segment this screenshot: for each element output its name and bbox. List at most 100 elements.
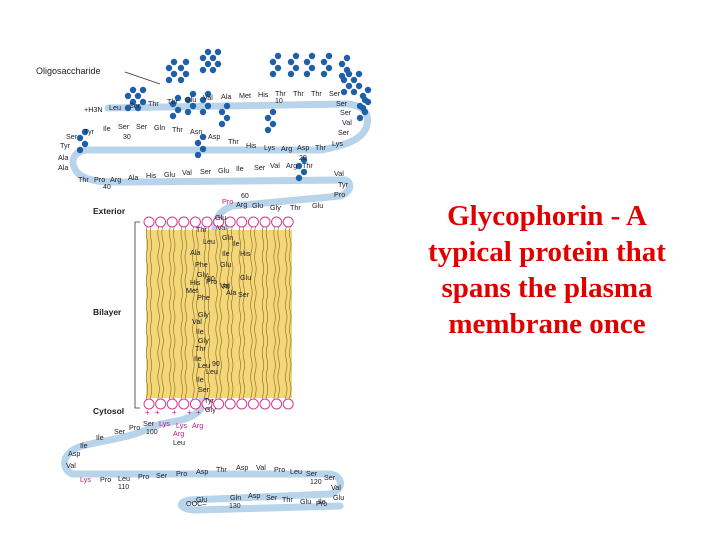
residue-number: 60 [241,193,249,200]
residue-label: Gly [270,203,281,212]
lipid-headgroup [247,216,259,228]
oligosaccharide-chain [199,48,212,74]
lipid-tail [215,226,218,408]
residue-label: Arg [286,161,297,170]
residue-label: Ser [200,167,212,176]
lipid-headgroup [166,216,178,228]
lipid-headgroup [201,216,213,228]
residue-label: Val [220,281,230,290]
residue-label: Thr [148,99,159,108]
residue-label: Tyr [84,127,95,136]
residue-label: Ala [226,288,236,297]
residue-label: Gln [222,233,233,242]
residue-label: Thr [172,125,183,134]
oligosaccharide-chain [165,58,178,84]
backbone-segment-cyto [61,406,344,514]
residue-label: Leu [118,474,130,483]
lipid-tail [145,226,149,408]
residue-label: Glu [196,495,207,504]
residue-label: His [240,249,251,258]
residue-label: Asp [248,491,260,500]
residue-label: Val [342,118,352,127]
residue-label: Val [331,483,341,492]
residue-label: His [146,171,157,180]
residue-label: Glu [220,260,231,269]
oligosaccharide-chain [264,108,277,134]
lipid-bilayer [143,216,294,410]
residue-label: Thr [311,89,322,98]
residue-label: Leu [109,103,121,112]
residue-label: Ala [58,153,68,162]
residue-label: Phe [197,293,210,302]
slide-title: Glycophorin - A typical protein that spa… [392,198,702,342]
residue-label: Tyr [204,396,215,405]
oligosaccharide-chain [269,52,282,78]
residue-label: Pro [334,190,345,199]
oligosaccharide-chain [350,70,363,96]
residue-label: Arg [110,175,121,184]
residue-number: 130 [229,503,241,510]
residue-label: Asp [196,467,208,476]
residue-label: Asp [208,132,220,141]
residue-label: Met [186,286,198,295]
oligosaccharide-chain [338,54,351,80]
residue-label: Glu [164,170,175,179]
residue-label: His [258,90,269,99]
residue-label: Val [66,461,76,470]
residue-label: Glu [333,493,344,502]
residue-label: Ser [136,122,148,131]
oligosaccharide-chain [218,102,231,128]
lipid-tail [250,226,253,408]
residue-number: 80 [207,276,215,283]
residue-label: Lys [159,419,170,428]
residue-label: Thr [195,344,206,353]
residue-label: Gly [197,270,208,279]
residue-label: Tyr [338,180,349,189]
oligosaccharide-chain [76,128,89,154]
lipid-tail [203,226,207,408]
residue-label: Val [334,169,344,178]
residue-label: Ser [266,493,278,502]
lipid-tail [289,226,292,408]
lipid-tail [196,226,199,408]
residue-label: Gly [198,310,209,319]
residue-label: Ala [190,248,200,257]
residue-label: Ala [58,163,68,172]
positive-charge-mark: + [155,408,160,417]
residue-label: Ser [336,99,348,108]
lipid-headgroup [236,398,248,410]
oligosaccharide-chain [340,70,353,96]
residue-label: Gln [230,493,241,502]
residue-label: Glu [240,273,251,282]
lipid-headgroup [213,216,225,228]
residue-label: Gln [154,123,165,132]
lipid-tails [145,226,292,408]
lipid-tail [149,226,153,408]
residue-label: Glu [185,95,196,104]
residue-label: Ser [114,427,126,436]
residue-label: Ile [222,249,230,258]
residue-label: Pro [138,472,149,481]
oligosaccharide-chain [184,90,197,116]
oligosaccharide-chain [177,58,190,84]
residue-label: Ile [80,441,88,450]
residue-label: Ile [103,124,111,133]
residue-label: Pro [316,499,327,508]
lipid-headgroup [236,216,248,228]
lipid-tail [192,226,195,408]
residue-label: Thr [167,97,178,106]
residue-label: Ser [338,128,350,137]
residue-label: Val [182,168,192,177]
residue-label: Ile [232,239,240,248]
residue-label: Ile [196,327,204,336]
residue-label: Val [270,161,280,170]
lipid-tail [180,226,183,408]
residue-label: Lys [264,143,275,152]
residue-label: Gly [198,336,209,345]
lipid-tail [207,226,211,408]
title-line: spans the plasma [441,272,653,304]
lipid-tail [285,226,288,408]
lipid-tail [219,226,222,408]
